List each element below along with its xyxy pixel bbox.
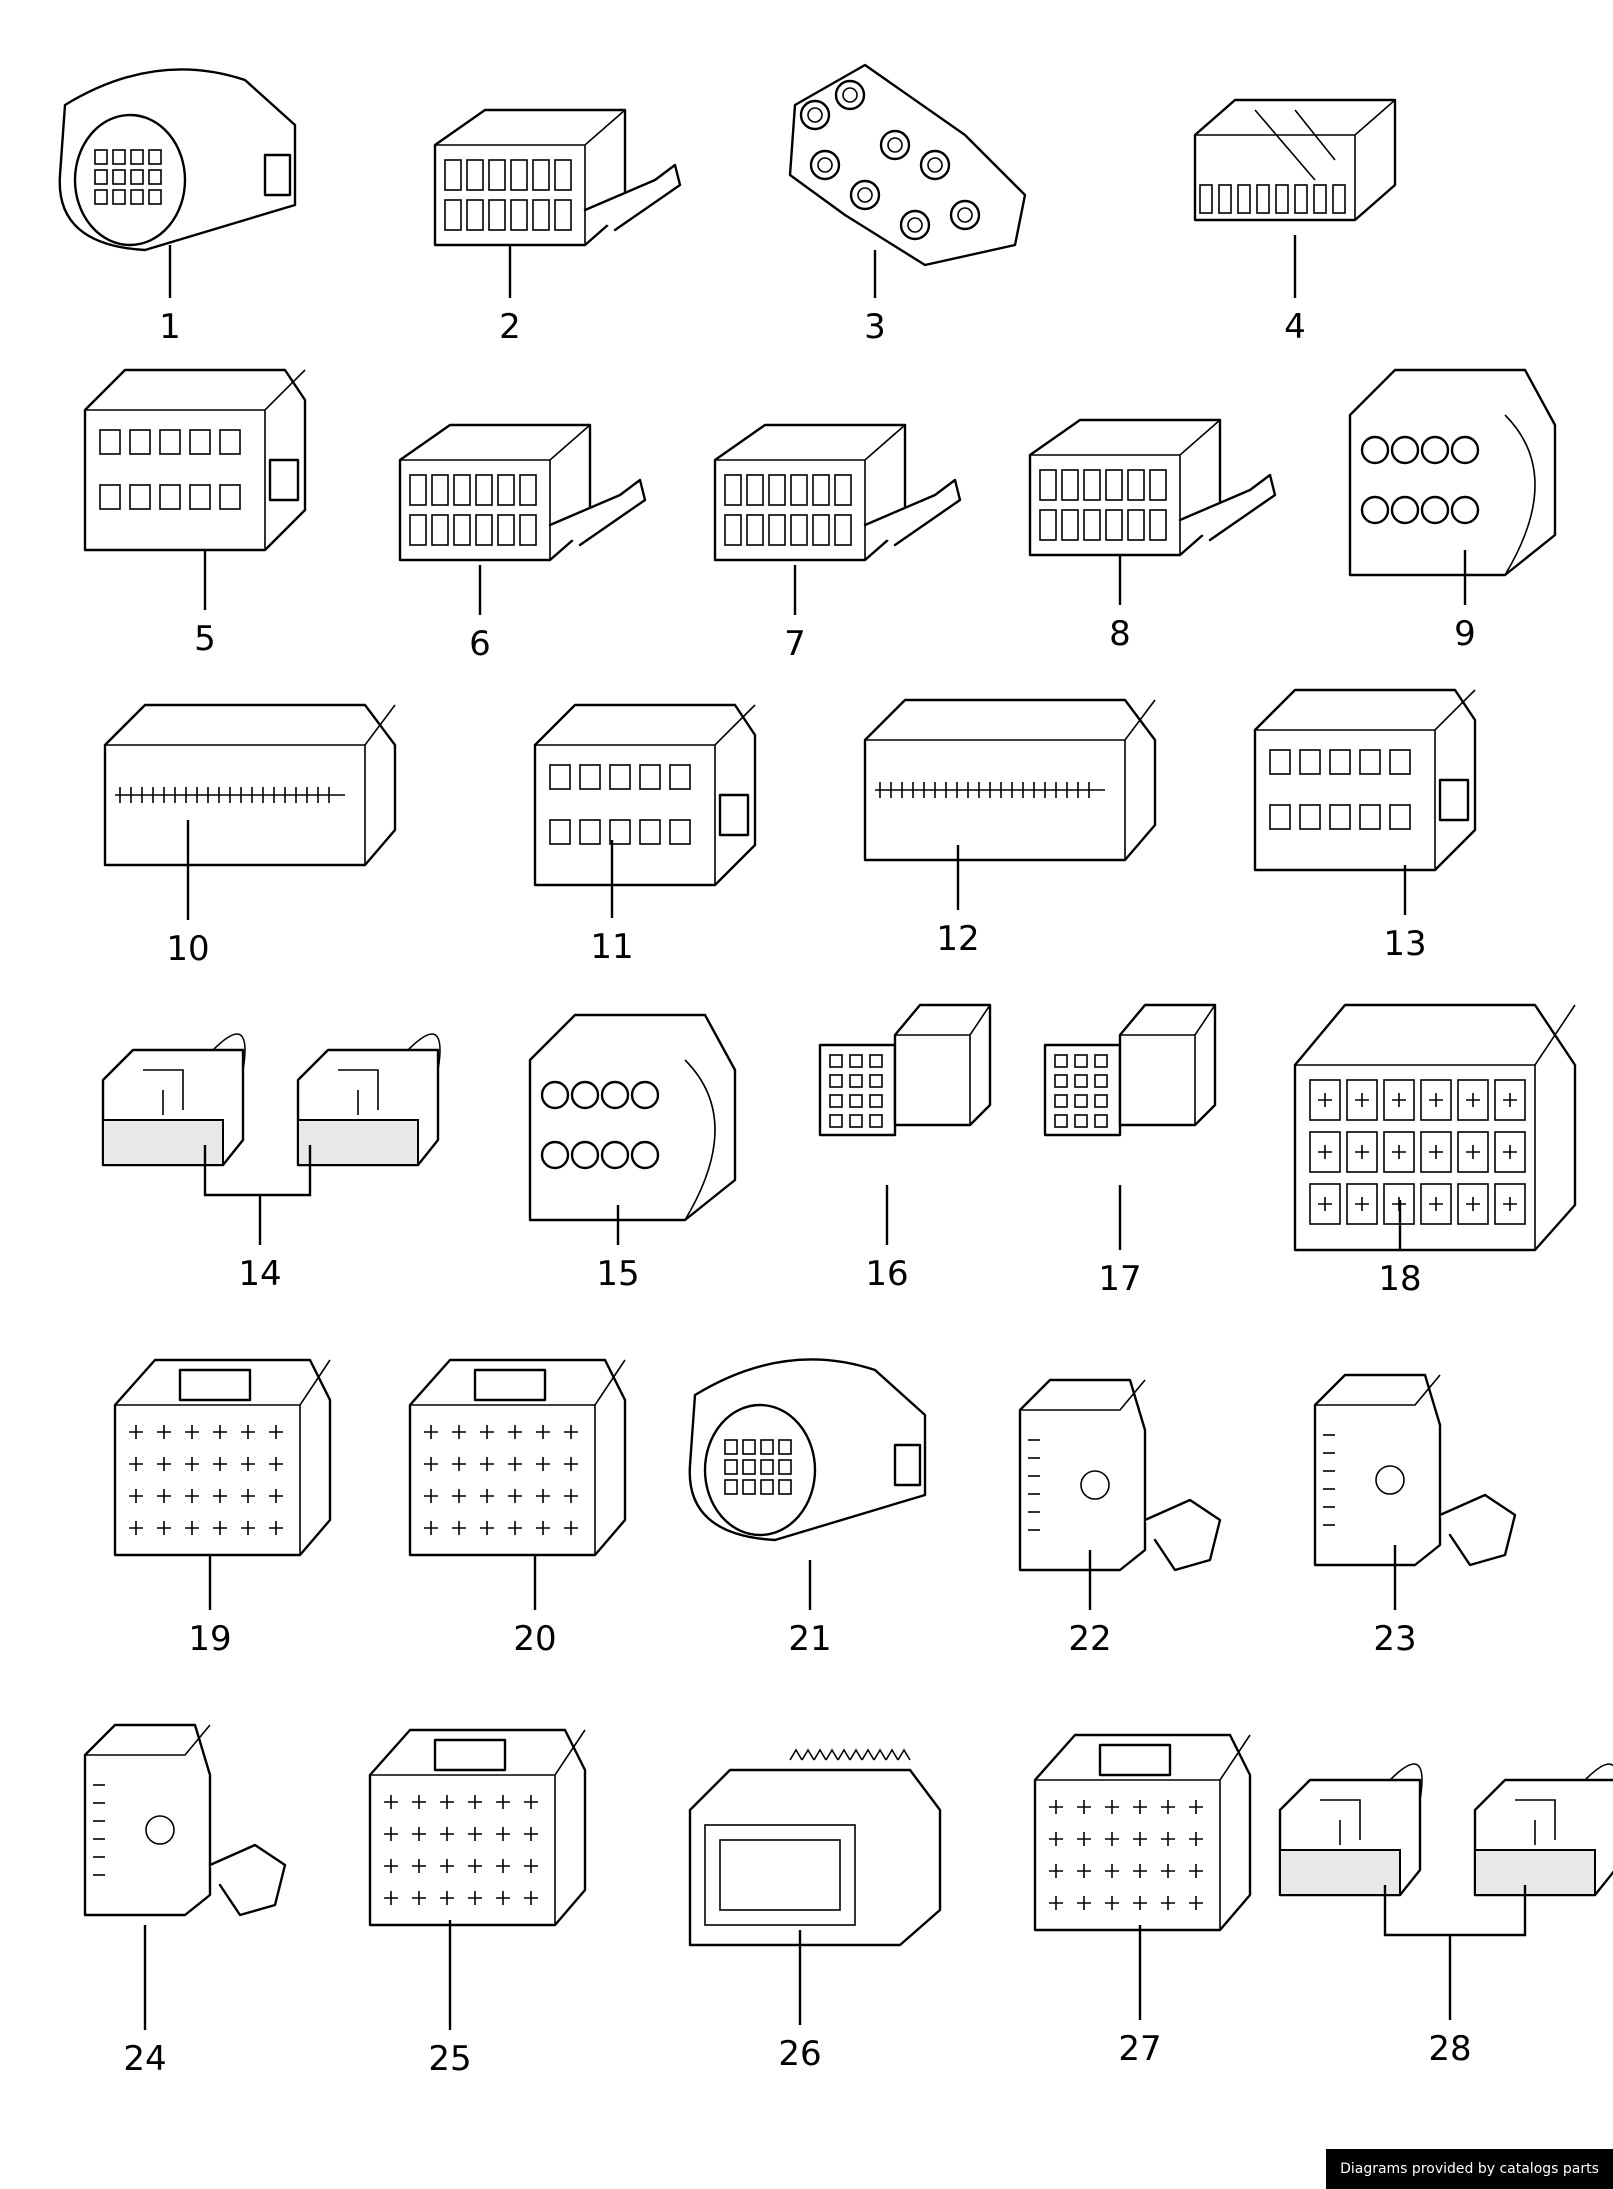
connector-part-17: 17 bbox=[1043, 1003, 1217, 1299]
connector-part-18: 18 bbox=[1293, 1003, 1577, 1299]
part-number-label: 6 bbox=[469, 624, 491, 664]
connector-part-26: 26 bbox=[688, 1748, 942, 2074]
leader-line bbox=[203, 1145, 312, 1245]
part-number-label: 27 bbox=[1118, 2029, 1161, 2069]
part-number-label: 23 bbox=[1373, 1619, 1416, 1659]
part-number-label: 7 bbox=[784, 624, 806, 664]
part-number-label: 12 bbox=[936, 919, 979, 959]
part-number-label: 4 bbox=[1284, 307, 1306, 347]
connector-part-3: 3 bbox=[788, 63, 1027, 347]
part-number-label: 9 bbox=[1454, 614, 1476, 654]
part-number-label: 22 bbox=[1068, 1619, 1111, 1659]
connector-part-6: 6 bbox=[398, 423, 647, 664]
part-number-label: 25 bbox=[428, 2039, 471, 2079]
connector-part-15: 15 bbox=[528, 1013, 737, 1294]
part-number-label: 24 bbox=[123, 2039, 166, 2079]
connector-part-21: 21 bbox=[688, 1358, 927, 1659]
connector-part-23: 23 bbox=[1313, 1373, 1517, 1659]
connector-part-4: 4 bbox=[1193, 98, 1397, 347]
part-number-label: 16 bbox=[865, 1254, 908, 1294]
connector-part-20: 20 bbox=[408, 1358, 627, 1659]
part-number-label: 20 bbox=[513, 1619, 556, 1659]
part-number-label: 10 bbox=[166, 929, 209, 969]
part-number-label: 26 bbox=[778, 2034, 821, 2074]
connector-part-13: 13 bbox=[1253, 688, 1477, 964]
part-number-label: 1 bbox=[159, 307, 181, 347]
connector-part-7: 7 bbox=[713, 423, 962, 664]
connector-part-10: 10 bbox=[103, 703, 397, 969]
connector-part-1: 1 bbox=[58, 68, 297, 347]
connector-part-9: 9 bbox=[1348, 368, 1557, 654]
part-number-label: 21 bbox=[788, 1619, 831, 1659]
connector-part-5: 5 bbox=[83, 368, 307, 659]
part-number-label: 8 bbox=[1109, 614, 1131, 654]
connector-part-14: 14 bbox=[101, 1033, 441, 1294]
part-number-label: 2 bbox=[499, 307, 521, 347]
connector-part-22: 22 bbox=[1018, 1378, 1222, 1659]
connector-part-12: 12 bbox=[863, 698, 1157, 959]
connector-part-27: 27 bbox=[1033, 1733, 1252, 2069]
connector-part-11: 11 bbox=[533, 703, 757, 967]
connector-part-28: 28 bbox=[1278, 1763, 1613, 2069]
part-number-label: 3 bbox=[864, 307, 886, 347]
part-number-label: 13 bbox=[1383, 924, 1426, 964]
part-number-label: 19 bbox=[188, 1619, 231, 1659]
connector-part-16: 16 bbox=[818, 1003, 992, 1294]
part-number-label: 14 bbox=[238, 1254, 281, 1294]
part-number-label: 15 bbox=[596, 1254, 639, 1294]
connector-part-19: 19 bbox=[113, 1358, 332, 1659]
part-number-label: 11 bbox=[590, 927, 633, 967]
part-number-label: 5 bbox=[194, 619, 216, 659]
leader-line bbox=[1383, 1885, 1527, 2020]
part-number-label: 28 bbox=[1428, 2029, 1471, 2069]
connector-part-2: 2 bbox=[433, 108, 682, 347]
part-number-label: 18 bbox=[1378, 1259, 1421, 1299]
credit-banner: Diagrams provided by catalogs parts bbox=[1326, 2149, 1613, 2189]
connector-part-8: 8 bbox=[1028, 418, 1277, 654]
connector-part-24: 24 bbox=[83, 1723, 287, 2079]
connector-part-25: 25 bbox=[368, 1728, 587, 2079]
part-number-label: 17 bbox=[1098, 1259, 1141, 1299]
